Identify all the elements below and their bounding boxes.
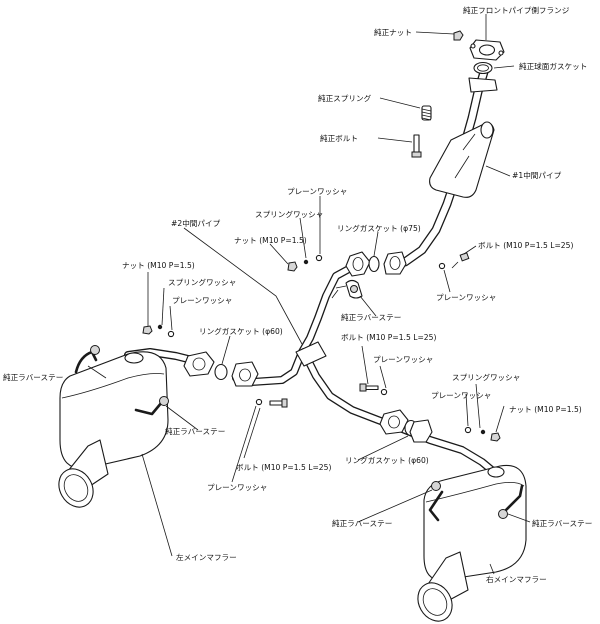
label-nut-m10-left: ナット (M10 P=1.5) <box>122 261 195 270</box>
center-joint <box>287 251 470 299</box>
oem-nut <box>453 30 464 41</box>
label-oem-spring: 純正スプリング <box>318 93 372 103</box>
label-plain-washer-bottom: プレーンワッシャ <box>373 355 433 364</box>
label-oem-rubber-stay-center: 純正ラバーステー <box>341 312 401 322</box>
label-right-main-muffler: 右メインマフラー <box>486 574 547 584</box>
bolt-m10-l25-left <box>359 383 379 392</box>
spring-washer-top <box>303 259 309 265</box>
nut-m10-left <box>142 325 153 335</box>
oem-spring <box>421 105 432 121</box>
oem-bolt <box>411 134 422 158</box>
plain-washer-right2 <box>464 426 472 434</box>
label-oem-nut: 純正ナット <box>374 27 412 37</box>
bolt-m10-l25-right <box>451 252 470 269</box>
label-plain-washer-right2: プレーンワッシャ <box>431 391 491 400</box>
label-oem-spherical-gasket: 純正球面ガスケット <box>519 61 587 71</box>
label-oem-rubber-stay-right-lower: 純正ラバーステー <box>332 518 392 528</box>
label-oem-rubber-stay-left2: 純正ラバーステー <box>165 426 225 436</box>
spring-washer-right <box>480 429 486 435</box>
ring-gasket-60-left <box>214 363 228 381</box>
resonator <box>429 121 495 198</box>
label-bolt-m10-l25-left: ボルト (M10 P=1.5 L=25) <box>341 333 436 342</box>
mid-pipe-1-rear-flange <box>383 251 407 275</box>
plain-washer-right <box>438 262 446 270</box>
rubber-stay-center <box>331 279 363 299</box>
plain-washer-top <box>315 254 323 262</box>
label-mid-pipe-2: #2中間パイプ <box>171 218 221 228</box>
ring-gasket-75 <box>368 255 380 273</box>
label-bolt-m10-l25-center: ボルト (M10 P=1.5 L=25) <box>236 463 331 472</box>
label-plain-washer-right: プレーンワッシャ <box>436 293 496 302</box>
right-main-muffler <box>417 464 527 622</box>
label-plain-washer-center: プレーンワッシャ <box>207 483 267 492</box>
pipe-network <box>124 67 498 476</box>
left-joint <box>142 324 288 408</box>
right-joint <box>359 383 501 443</box>
plain-washer-bottom <box>380 388 388 396</box>
label-plain-washer-left: プレーンワッシャ <box>172 296 232 305</box>
label-ring-gasket-75: リングガスケット (φ75) <box>337 223 421 233</box>
spring-washer-left <box>157 324 163 330</box>
label-nut-m10-top: ナット (M10 P=1.5) <box>234 236 307 245</box>
label-oem-rubber-stay-right: 純正ラバーステー <box>532 518 592 528</box>
oem-spherical-gasket <box>473 61 493 75</box>
y-joint-collar <box>295 341 327 367</box>
label-oem-rubber-stay-left: 純正ラバーステー <box>3 372 63 382</box>
mid-pipe-1-flange <box>468 77 498 93</box>
plain-washer-center <box>255 398 263 406</box>
mid-pipe-2-left-flange <box>231 361 259 387</box>
labels: 純正フロントパイプ側フランジ 純正ナット 純正球面ガスケット 純正スプリング 純… <box>3 5 592 584</box>
front-flange-area <box>411 30 505 198</box>
mid-pipe-2-right-flange <box>379 409 409 435</box>
label-plain-washer-top: プレーンワッシャ <box>287 187 347 196</box>
mid-pipe-2-front-flange <box>345 251 371 277</box>
label-front-pipe-flange: 純正フロントパイプ側フランジ <box>463 5 570 15</box>
label-oem-bolt: 純正ボルト <box>320 133 358 143</box>
label-spring-washer-top: スプリングワッシャ <box>255 209 323 219</box>
leader-lines <box>87 14 531 575</box>
label-spring-washer-right: スプリングワッシャ <box>452 372 520 382</box>
left-main-muffler <box>58 345 169 508</box>
nut-m10-right <box>490 432 501 442</box>
label-bolt-m10-l25-right: ボルト (M10 P=1.5 L=25) <box>478 241 573 250</box>
label-ring-gasket-60-left: リングガスケット (φ60) <box>199 326 283 336</box>
plain-washer-left <box>167 330 175 338</box>
left-muffler-flange <box>183 351 215 377</box>
label-left-main-muffler: 左メインマフラー <box>176 552 237 562</box>
bolt-m10-l25-center <box>269 398 288 408</box>
label-mid-pipe-1: #1中間パイプ <box>512 170 562 180</box>
label-ring-gasket-60-right: リングガスケット (φ60) <box>345 455 429 465</box>
label-nut-m10-right: ナット (M10 P=1.5) <box>509 405 582 414</box>
right-muffler-flange <box>409 419 433 443</box>
nut-m10-top <box>287 261 298 272</box>
label-spring-washer-left: スプリングワッシャ <box>168 277 236 287</box>
